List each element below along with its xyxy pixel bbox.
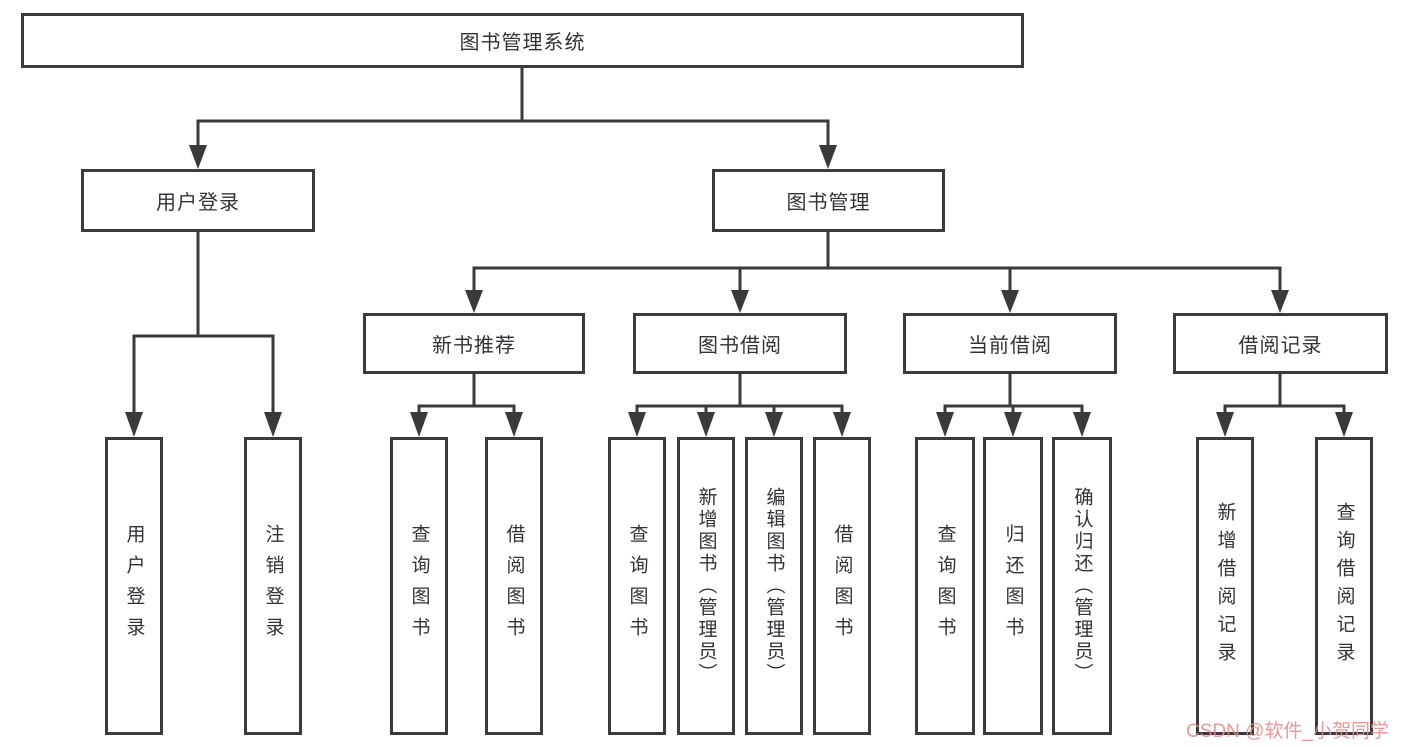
edge-userlogin-to-leaves: [125, 232, 282, 437]
leaf-user-login-label: 用户登录: [123, 524, 145, 648]
leaf-logout-label: 注销登录: [262, 524, 284, 648]
leaf-add-borrow-record: 新增借阅记录: [1196, 437, 1254, 735]
leaf-query-borrow-record-label: 查询借阅记录: [1333, 502, 1355, 670]
node-book-borrowing: 图书借阅: [633, 313, 847, 374]
edge-records-to-leaves: [1216, 374, 1353, 437]
leaf-borrow-borrow-books: 借阅图书: [813, 437, 871, 735]
leaf-add-books-admin-label: 新增图书（管理员）: [695, 487, 717, 685]
leaf-edit-books-admin-label: 编辑图书（管理员）: [763, 487, 785, 685]
leaf-confirm-return-admin-label: 确认归还（管理员）: [1071, 487, 1093, 685]
leaf-borrow-query-books-label: 查询图书: [626, 524, 648, 648]
node-new-book-recommend: 新书推荐: [363, 313, 585, 374]
node-book-management: 图书管理: [712, 169, 945, 232]
node-user-login-group: 用户登录: [81, 169, 315, 232]
csdn-watermark-text: CSDN @软件_小贺同学: [1186, 721, 1389, 742]
leaf-current-query-books: 查询图书: [915, 437, 975, 735]
leaf-add-books-admin: 新增图书（管理员）: [677, 437, 735, 735]
node-new-book-recommend-label: 新书推荐: [432, 335, 516, 357]
edge-borrow-to-leaves: [628, 374, 851, 437]
node-borrowing-records-label: 借阅记录: [1238, 335, 1323, 357]
leaf-logout: 注销登录: [244, 437, 302, 735]
leaf-user-login: 用户登录: [105, 437, 163, 735]
leaf-query-borrow-record: 查询借阅记录: [1315, 437, 1373, 735]
node-current-borrowing: 当前借阅: [903, 313, 1117, 374]
leaf-newbook-borrow-books: 借阅图书: [485, 437, 543, 735]
csdn-watermark: CSDN @软件_小贺同学: [1186, 716, 1389, 743]
leaf-add-borrow-record-label: 新增借阅记录: [1214, 502, 1236, 670]
leaf-newbook-borrow-books-label: 借阅图书: [503, 524, 525, 648]
node-root-system: 图书管理系统: [21, 13, 1024, 68]
node-borrowing-records: 借阅记录: [1173, 313, 1388, 374]
leaf-return-books-label: 归还图书: [1002, 524, 1024, 648]
node-book-borrowing-label: 图书借阅: [698, 335, 782, 357]
leaf-return-books: 归还图书: [983, 437, 1043, 735]
edge-newbook-to-leaves: [410, 374, 523, 437]
leaf-newbook-query-books: 查询图书: [390, 437, 448, 735]
node-root-label: 图书管理系统: [459, 32, 586, 54]
edge-bookmgmt-to-modules: [465, 232, 1289, 313]
node-user-login-group-label: 用户登录: [156, 192, 240, 214]
node-current-borrowing-label: 当前借阅: [968, 335, 1052, 357]
leaf-current-query-books-label: 查询图书: [934, 524, 956, 648]
leaf-borrow-query-books: 查询图书: [608, 437, 666, 735]
edge-root-to-level2: [189, 68, 837, 169]
edge-current-to-leaves: [936, 374, 1091, 437]
leaf-newbook-query-books-label: 查询图书: [408, 524, 430, 648]
leaf-borrow-borrow-books-label: 借阅图书: [831, 524, 853, 648]
leaf-confirm-return-admin: 确认归还（管理员）: [1052, 437, 1112, 735]
leaf-edit-books-admin: 编辑图书（管理员）: [745, 437, 803, 735]
node-book-management-label: 图书管理: [786, 192, 871, 214]
